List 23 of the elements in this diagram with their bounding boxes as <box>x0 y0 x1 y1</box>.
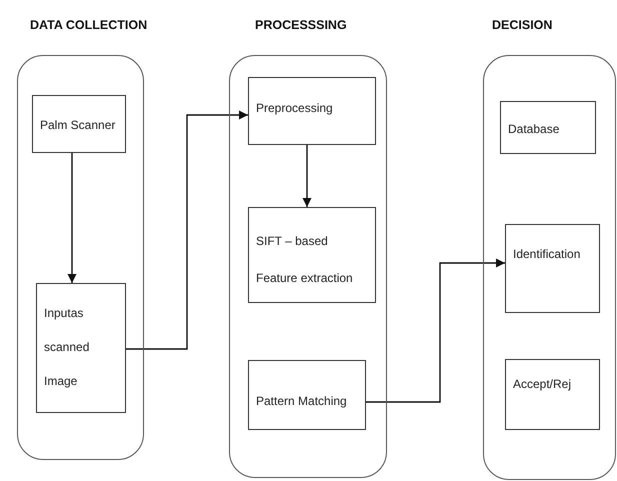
arrow <box>302 145 312 207</box>
column-heading: DATA COLLECTION <box>30 17 148 34</box>
process-label: Database <box>508 121 560 137</box>
process-label: Pattern Matching <box>256 393 348 409</box>
process-box <box>505 359 600 430</box>
column-heading: PROCESSSING <box>255 17 347 34</box>
process-label: Accept/Rej <box>513 376 572 392</box>
process-box <box>248 207 376 303</box>
arrow <box>68 153 76 283</box>
process-box <box>500 101 596 154</box>
arrow <box>126 110 248 350</box>
process-box <box>36 283 126 413</box>
process-box <box>248 77 376 145</box>
process-label: Identification <box>513 246 582 262</box>
process-box <box>505 224 600 313</box>
process-box <box>32 95 126 153</box>
process-label: Palm Scanner <box>40 117 116 133</box>
process-label: SIFT – based Feature extraction <box>256 233 354 287</box>
arrow <box>366 258 505 403</box>
process-label: Inputas scanned Image <box>44 305 90 390</box>
process-box <box>248 360 366 430</box>
process-label: Preprocessing <box>256 100 334 116</box>
column-heading: DECISION <box>492 17 552 34</box>
